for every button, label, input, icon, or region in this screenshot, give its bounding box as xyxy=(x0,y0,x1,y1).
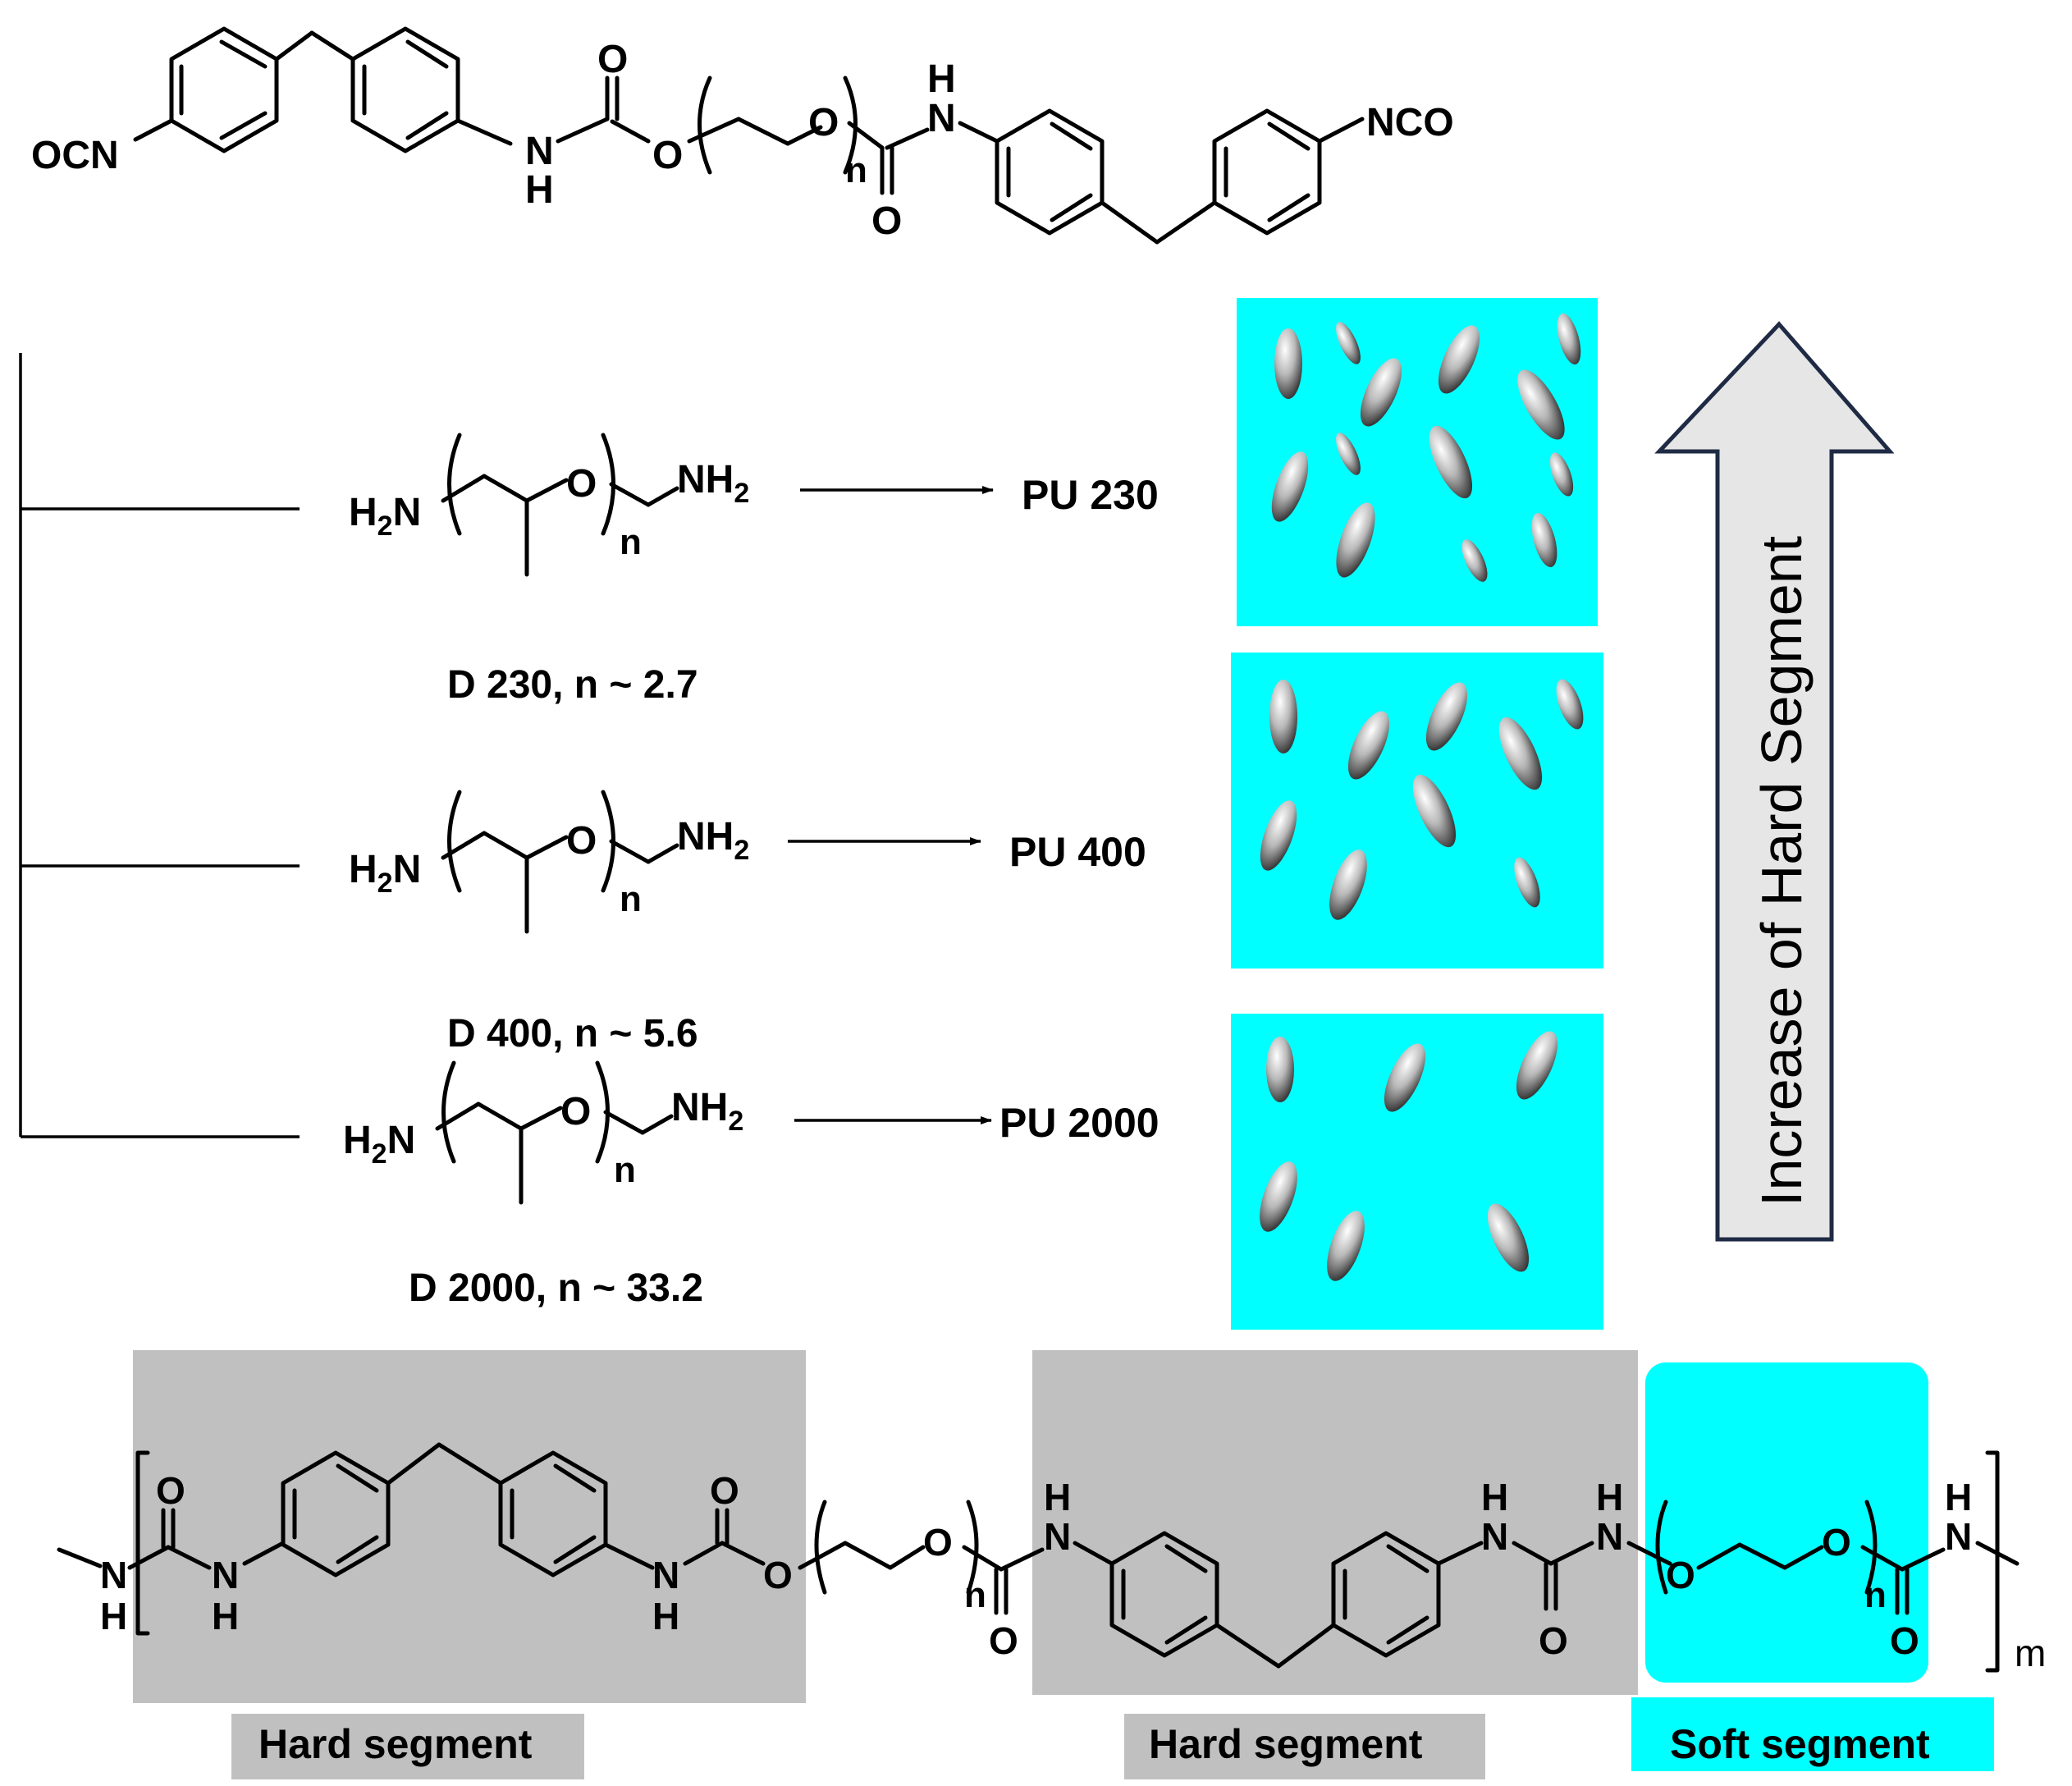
diamine-nh2: NH2 xyxy=(671,1086,743,1137)
poly-n-3: N xyxy=(652,1554,679,1596)
diamine-label-d400: D 400, n ~ 5.6 xyxy=(447,1012,698,1056)
poly-o-3: O xyxy=(763,1554,793,1596)
carbonyl-o-left: O xyxy=(597,38,628,81)
polymer-benzene-ring-3 xyxy=(1109,1531,1219,1658)
morphology-panel-pu2000 xyxy=(1231,1014,1603,1330)
diamine-h2n: H2N xyxy=(349,848,421,899)
poly-n-4: N xyxy=(1044,1515,1071,1558)
poly-o-5: O xyxy=(989,1619,1018,1662)
product-label-pu2000: PU 2000 xyxy=(999,1100,1159,1146)
poly-n-5: N xyxy=(1481,1515,1508,1558)
poly-repeat-n-2: n xyxy=(1864,1575,1887,1615)
ether-o-top: O xyxy=(808,101,839,144)
poly-h-5: H xyxy=(1481,1476,1508,1518)
diamine-h2n: H2N xyxy=(343,1119,415,1170)
poly-n-6: N xyxy=(1596,1515,1623,1558)
diamine-repeat-n: n xyxy=(620,522,642,562)
diamine-ether-o: O xyxy=(566,462,597,506)
poly-o-1: O xyxy=(156,1469,185,1512)
repeat-n-top: n xyxy=(845,150,867,190)
polyurethane-repeat-unit: Hard segment Hard segment Soft segment N… xyxy=(57,1350,2046,1779)
hard-segment-trend-arrow: Increase of Hard Segment xyxy=(1654,321,1895,1242)
ocn-group-label: OCN xyxy=(31,134,119,177)
urethane-h-right: H xyxy=(927,57,956,101)
poly-o-7: O xyxy=(1666,1554,1695,1596)
poly-o-6: O xyxy=(1539,1619,1568,1662)
hard-domain-group xyxy=(1260,679,1584,920)
product-label-pu400: PU 400 xyxy=(1009,829,1146,875)
poly-o-4: O xyxy=(923,1521,953,1564)
diamine-nh2: NH2 xyxy=(677,458,749,509)
poly-o-9: O xyxy=(1890,1619,1919,1662)
hard-domain-group xyxy=(1271,313,1581,582)
hard-domain-group xyxy=(1260,1031,1558,1281)
poly-h-2: H xyxy=(212,1595,239,1637)
hard-segment-region-1 xyxy=(133,1350,806,1703)
urethane-h-left: H xyxy=(525,168,554,212)
benzene-ring-b xyxy=(350,26,460,153)
poly-n-7: N xyxy=(1945,1515,1972,1558)
diamine-ether-o: O xyxy=(560,1090,591,1133)
diamine-h2n: H2N xyxy=(349,491,421,542)
morphology-panel-pu230 xyxy=(1237,298,1598,626)
poly-repeat-m: m xyxy=(2015,1632,2046,1674)
hard-segment-label-1: Hard segment xyxy=(258,1721,533,1767)
diamine-row-d2000: H2N O n NH2 PU 2000 D 2000, n ~ 33.2 xyxy=(343,1060,1159,1310)
morphology-panel-pu400 xyxy=(1231,653,1603,969)
poly-h-7: H xyxy=(1945,1476,1972,1518)
soft-segment-label: Soft segment xyxy=(1670,1721,1930,1767)
poly-h-6: H xyxy=(1596,1476,1623,1518)
trend-arrow-label: Increase of Hard Segment xyxy=(1750,536,1814,1207)
diamine-ether-o: O xyxy=(566,819,597,863)
soft-segment-region xyxy=(1645,1362,1928,1683)
hard-segment-label-2: Hard segment xyxy=(1149,1721,1423,1767)
urethane-n-left: N xyxy=(525,130,554,173)
benzene-ring-d xyxy=(1212,108,1322,236)
poly-h-4: H xyxy=(1044,1476,1071,1518)
nco-group-label: NCO xyxy=(1366,101,1454,144)
benzene-ring-a xyxy=(169,26,279,153)
diamine-repeat-n: n xyxy=(620,879,642,919)
ester-o-left: O xyxy=(652,134,683,177)
poly-o-2: O xyxy=(710,1469,739,1512)
diamine-row-d400: H2N O n NH2 PU 400 D 400, n ~ 5.6 xyxy=(349,790,1146,1056)
urethane-n-right: N xyxy=(927,97,956,140)
isocyanate-prepolymer: OCN N H O O O n O H N xyxy=(31,26,1454,245)
diamine-row-d230: H2N O n NH2 PU 230 D 230, n ~ 2.7 xyxy=(349,433,1159,707)
benzene-ring-c xyxy=(995,108,1105,236)
poly-h-1: H xyxy=(100,1595,127,1637)
carbonyl-o-right: O xyxy=(871,199,902,243)
diamine-label-d2000: D 2000, n ~ 33.2 xyxy=(409,1266,703,1310)
polymer-benzene-ring-2 xyxy=(498,1450,608,1578)
poly-n-2: N xyxy=(212,1554,239,1596)
poly-n-1: N xyxy=(100,1554,127,1596)
poly-h-3: H xyxy=(652,1595,679,1637)
product-label-pu230: PU 230 xyxy=(1022,472,1159,518)
poly-o-8: O xyxy=(1822,1521,1851,1564)
poly-repeat-n-1: n xyxy=(964,1575,986,1615)
diamine-label-d230: D 230, n ~ 2.7 xyxy=(447,663,698,707)
diamine-repeat-n: n xyxy=(614,1150,636,1190)
reaction-branches xyxy=(19,353,300,1138)
diamine-nh2: NH2 xyxy=(677,815,749,866)
